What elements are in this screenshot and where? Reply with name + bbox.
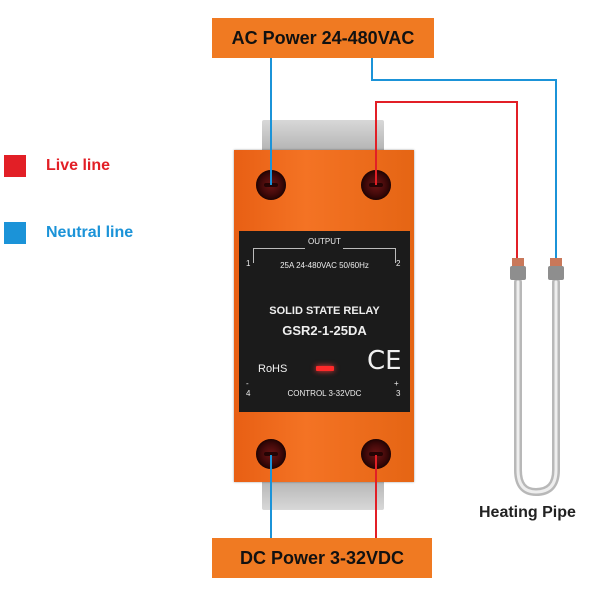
ac-neutral-wire-to-heater [371,52,557,258]
output-label: OUTPUT [308,237,341,246]
legend-live-label: Live line [46,157,111,174]
legend-live-swatch [4,155,26,177]
rohs-mark: RoHS [258,363,288,375]
plus-sign: + [394,379,399,388]
heating-pipe-nut-right [548,266,564,280]
ce-mark: CE [367,346,402,376]
control-label: CONTROL 3-32VDC [287,389,362,398]
pin-4-label: 4 [246,389,251,398]
legend-neutral-swatch [4,222,26,244]
dc-power-label: DC Power 3-32VDC [212,538,432,578]
legend-neutral-label: Neutral line [46,224,134,241]
pin-3-label: 3 [396,389,401,398]
model-number: GSR2-1-25DA [282,323,367,338]
relay-label-panel: OUTPUT 25A 24-480VAC 50/60Hz 1 2 SOLID S… [239,231,410,412]
heating-pipe-label: Heating Pipe [479,504,576,521]
minus-sign: - [246,379,249,388]
heating-pipe-nut-left [510,266,526,280]
status-led [316,366,334,371]
relay-type: SOLID STATE RELAY [269,305,380,317]
pin-2-label: 2 [396,259,401,268]
output-spec: 25A 24-480VAC 50/60Hz [280,261,369,270]
live-wire-to-heater [375,101,518,258]
ac-power-label: AC Power 24-480VAC [212,18,434,58]
pin-1-label: 1 [246,259,251,268]
